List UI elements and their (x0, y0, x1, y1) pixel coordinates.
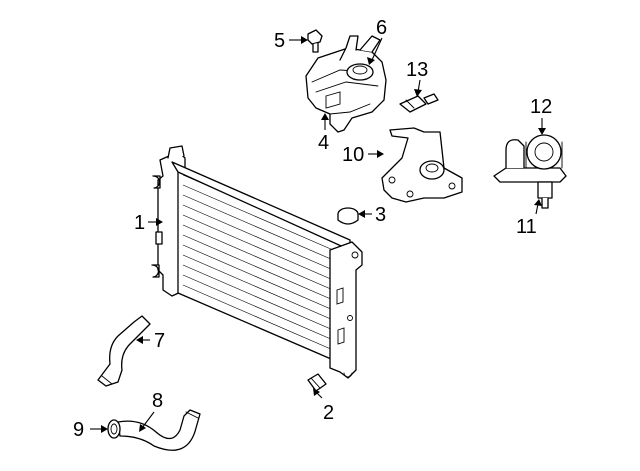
callout-7: 7 (154, 330, 165, 352)
cap-plug-part (337, 207, 359, 225)
upper-hose-part (97, 315, 151, 387)
callout-10: 10 (342, 144, 364, 166)
reservoir-cap-part (346, 63, 374, 81)
callout-8: 8 (152, 390, 163, 412)
leader-lines (90, 36, 546, 433)
hose-clamp-part (107, 419, 121, 439)
callout-11: 11 (516, 216, 537, 238)
callout-5: 5 (274, 30, 285, 52)
drain-plug-part (307, 373, 327, 392)
thermostat-housing-part (381, 127, 463, 203)
lower-hose-part (117, 409, 201, 451)
callout-3: 3 (375, 204, 386, 226)
callout-4: 4 (318, 132, 329, 154)
temperature-sensor-part (399, 93, 439, 113)
callout-13: 13 (406, 59, 428, 81)
radiator-part (151, 145, 363, 379)
callout-2: 2 (323, 402, 334, 424)
outlet-sensor-part (537, 181, 553, 209)
callout-6: 6 (376, 17, 387, 39)
callout-12: 12 (530, 96, 552, 118)
callout-labels: 1 2 3 4 5 6 7 8 9 10 11 12 13 (73, 17, 552, 441)
water-outlet-part (493, 134, 567, 183)
bolt-part (307, 29, 323, 53)
callout-1: 1 (134, 212, 145, 234)
callout-9: 9 (73, 419, 84, 441)
